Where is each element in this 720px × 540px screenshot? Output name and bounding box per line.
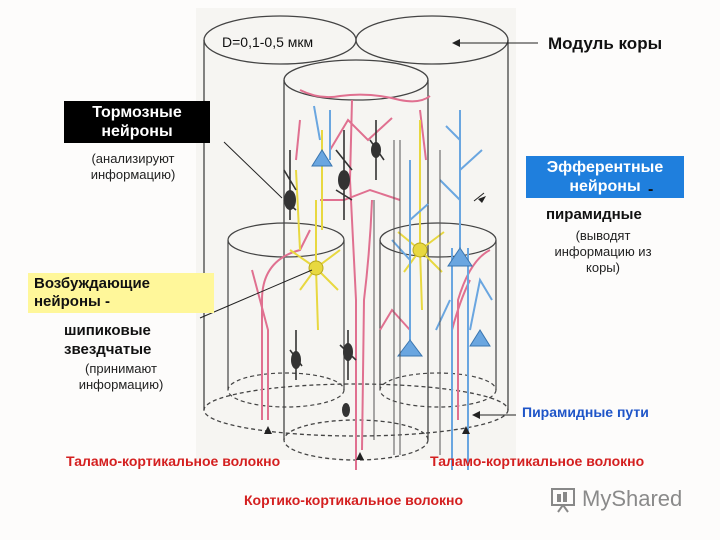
efferent-subtitle: пирамидные <box>546 206 642 223</box>
right-minicolumn <box>379 222 497 408</box>
excitatory-title-line2: нейроны - <box>34 293 110 310</box>
excitatory-description: (принимают информацию) <box>56 361 186 393</box>
yellow-somas <box>308 242 428 276</box>
cortico-cortical-fiber: Кортико-кортикальное волокно <box>244 492 464 508</box>
diameter-label: D=0,1-0,5 мкм <box>222 34 314 50</box>
excitatory-subtitle-line1: шипиковые <box>64 322 151 339</box>
thalamo-cortical-fiber-right: Таламо-кортикальное волокно <box>430 453 645 469</box>
excitatory-neurons-title: Возбуждающие нейроны - <box>28 273 214 313</box>
efferent-desc-line3: коры) <box>586 260 620 275</box>
efferent-desc-line1: (выводят <box>575 228 631 243</box>
inhibitory-desc-line1: (анализируют <box>91 151 175 166</box>
watermark-text: MyShared <box>582 486 683 511</box>
excitatory-subtitle: шипиковые звездчатые <box>64 321 151 359</box>
inhibitory-title-line2: нейроны <box>101 123 173 140</box>
arrowheads <box>264 39 486 460</box>
axon-lines <box>373 140 441 455</box>
efferent-desc-line2: информацию из <box>554 244 652 259</box>
blue-somas <box>311 149 491 357</box>
pyramidal-paths-label: Пирамидные пути <box>522 404 649 420</box>
callout-lines <box>199 42 538 416</box>
blue-pyramidal-neurons <box>313 105 493 470</box>
efferent-neurons-title: Эфферентные нейроны <box>526 156 684 198</box>
efferent-title-line2: нейроны <box>569 178 641 195</box>
inhibitory-neurons-title: Тормозные нейроны <box>64 101 210 143</box>
watermark-logo: MyShared <box>550 485 700 515</box>
presentation-icon <box>551 488 575 513</box>
inhibitory-description: (анализируют информацию) <box>62 151 204 183</box>
excitatory-title-line1: Возбуждающие <box>34 275 151 292</box>
dark-somas <box>284 142 381 417</box>
excitatory-desc-line1: (принимают <box>85 361 157 376</box>
thalamo-cortical-fiber-left: Таламо-кортикальное волокно <box>66 453 281 469</box>
pink-fibers <box>251 89 491 470</box>
excitatory-desc-line2: информацию) <box>78 377 164 392</box>
inhibitory-title-line1: Тормозные <box>92 104 182 121</box>
left-minicolumn <box>227 222 345 408</box>
module-label: Модуль коры <box>548 34 663 53</box>
efferent-title-line1: Эфферентные <box>546 159 664 176</box>
efferent-dash: - <box>648 181 654 198</box>
excitatory-subtitle-line2: звездчатые <box>64 341 152 358</box>
inhibitory-desc-line2: информацию) <box>90 167 176 182</box>
efferent-description: (выводят информацию из коры) <box>528 228 678 276</box>
